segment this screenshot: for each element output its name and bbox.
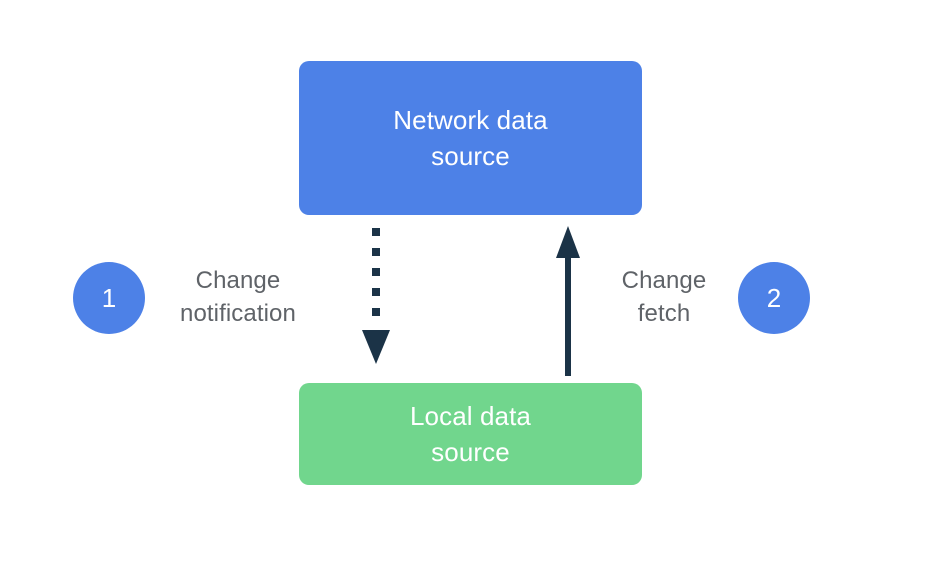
step-badge-1-number: 1: [101, 283, 117, 313]
node-local-data-source-label: Local data source: [410, 401, 531, 467]
connector-change-fetch-arrow: [544, 220, 592, 380]
step-caption-change-fetch: Change fetch: [621, 267, 707, 327]
node-local-data-source[interactable]: Local data source: [299, 383, 642, 485]
step-badge-1[interactable]: 1: [73, 262, 145, 334]
node-network-data-source-label: Network data source: [393, 105, 548, 171]
connector-change-notification-arrow: [352, 222, 400, 372]
step-badge-2-number: 2: [766, 283, 782, 313]
dotted-down-arrow-icon: [362, 228, 390, 364]
step-badge-2[interactable]: 2: [738, 262, 810, 334]
solid-up-arrow-icon: [556, 226, 580, 376]
node-network-data-source[interactable]: Network data source: [299, 61, 642, 215]
step-caption-change-notification: Change notification: [180, 267, 296, 327]
